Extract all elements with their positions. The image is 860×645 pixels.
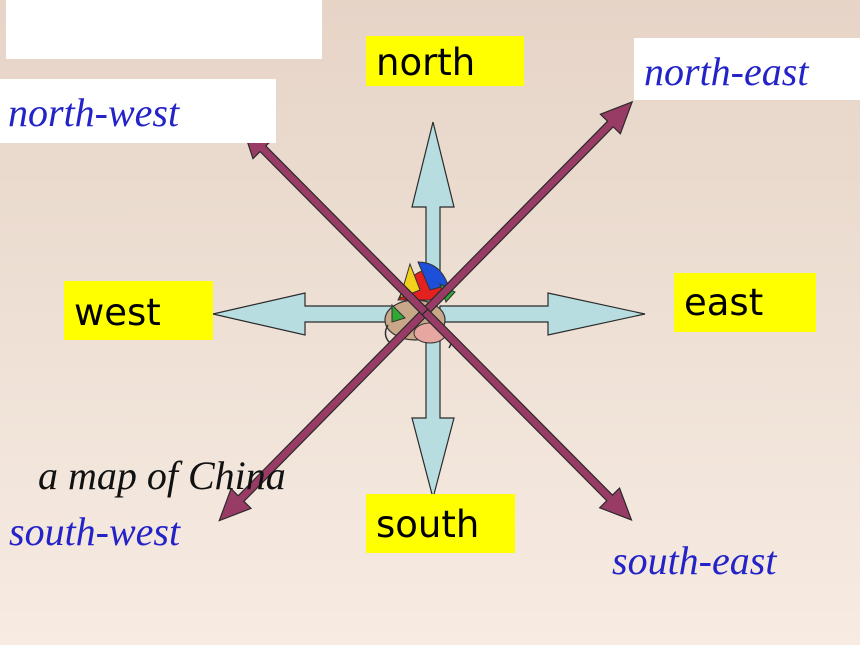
- diagonal-arrows: [218, 100, 634, 522]
- north-west-arrow: [242, 127, 429, 316]
- label-west: west: [64, 281, 213, 340]
- label-north: north: [366, 36, 524, 86]
- south-east-arrow: [421, 308, 633, 521]
- south-arrow: [411, 329, 455, 501]
- map-caption: a map of China: [38, 453, 286, 498]
- north-east-arrow: [421, 100, 634, 316]
- label-south: south: [366, 494, 515, 553]
- blank-white-box: [6, 0, 322, 59]
- label-north-west: north-west: [0, 79, 276, 143]
- cardinal-arrows: [212, 121, 646, 501]
- south-west-arrow: [218, 308, 429, 522]
- label-north-east: north-east: [634, 38, 860, 100]
- label-south-west: south-west: [9, 509, 181, 554]
- east-arrow: [439, 292, 646, 336]
- label-east: east: [674, 273, 816, 332]
- label-south-east: south-east: [612, 538, 777, 583]
